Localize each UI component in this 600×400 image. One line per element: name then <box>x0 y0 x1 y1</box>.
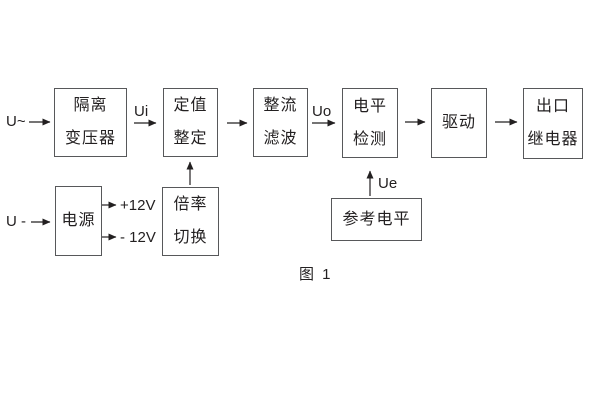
block-power-supply: 电源 <box>55 186 102 256</box>
block-ratio-switching: 倍率 切换 <box>162 187 219 256</box>
block-label-line: 整流 <box>263 97 298 114</box>
input-label-ac: U~ <box>6 113 26 130</box>
signal-label-ui: Ui <box>134 103 149 120</box>
signal-label-minus-12v: - 12V <box>120 229 156 246</box>
input-label-dc: U - <box>6 213 26 230</box>
block-output-relay: 出口 继电器 <box>523 88 583 159</box>
block-label-line: 驱动 <box>441 114 476 131</box>
block-isolation-transformer: 隔离 变压器 <box>54 88 127 157</box>
block-label-line: 滤波 <box>263 130 298 147</box>
block-driver: 驱动 <box>431 88 487 158</box>
signal-label-plus-12v: +12V <box>120 197 156 214</box>
block-label-line: 电源 <box>61 212 96 229</box>
block-label-line: 参考电平 <box>342 210 411 228</box>
block-label-line: 整定 <box>173 130 208 147</box>
signal-label-uo: Uo <box>312 103 332 120</box>
block-label-line: 电平 <box>352 97 387 115</box>
signal-label-ue: Ue <box>378 175 398 192</box>
block-value-setting: 定值 整定 <box>163 88 218 157</box>
figure-caption: 图 1 <box>299 266 333 283</box>
block-label-line: 出口 <box>535 98 570 115</box>
block-level-detection: 电平 检测 <box>342 88 398 158</box>
block-label-line: 隔离 <box>73 97 108 114</box>
block-label-line: 切换 <box>173 229 208 246</box>
block-rectifier-filter: 整流 滤波 <box>253 88 308 157</box>
block-label-line: 检测 <box>352 130 387 148</box>
block-label-line: 倍率 <box>173 196 208 213</box>
block-reference-level: 参考电平 <box>331 198 422 241</box>
block-label-line: 继电器 <box>527 131 579 148</box>
block-label-line: 变压器 <box>64 130 116 147</box>
block-label-line: 定值 <box>173 97 208 114</box>
